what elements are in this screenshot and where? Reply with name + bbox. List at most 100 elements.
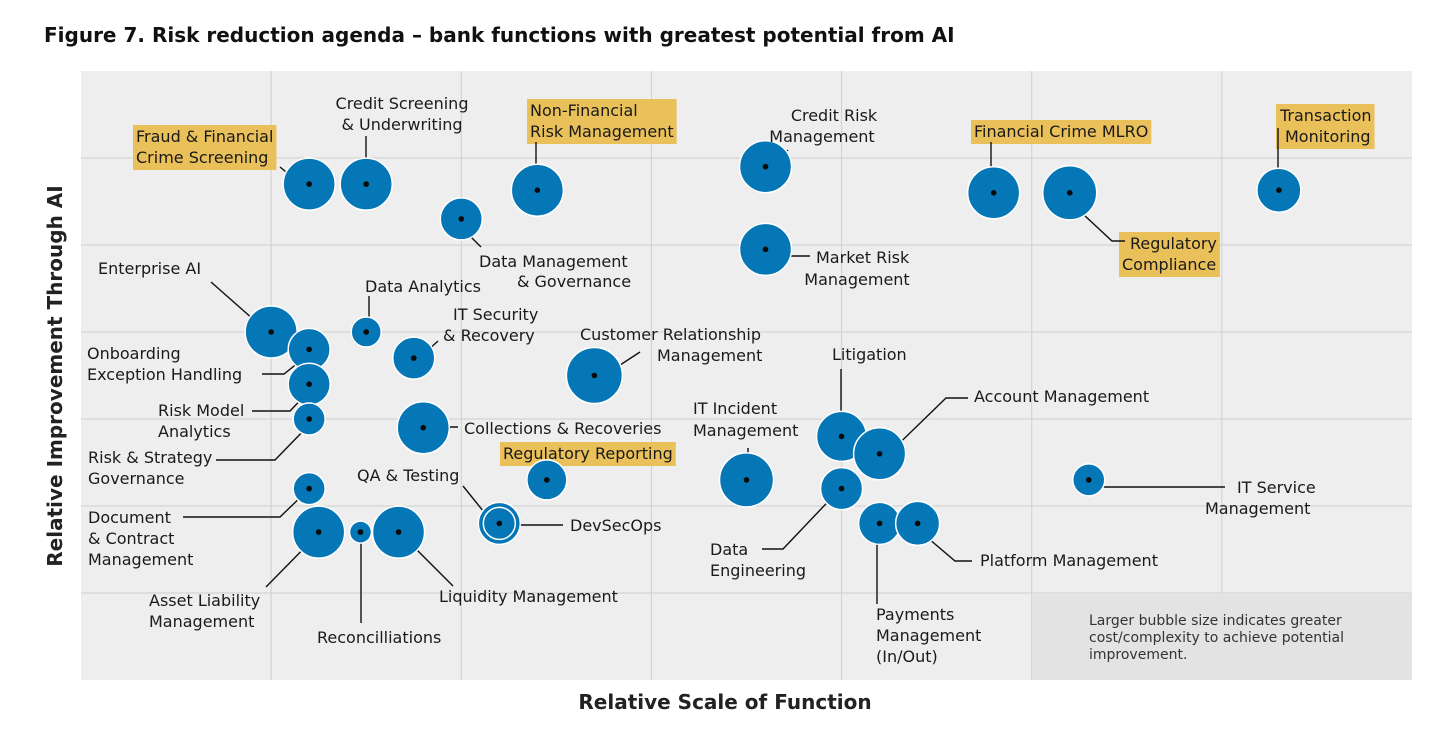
bubble-label: Management [149, 612, 254, 631]
bubble-label: Fraud & Financial [136, 127, 273, 146]
bubble-center-dot [876, 520, 883, 527]
bubble-center-dot [534, 187, 541, 193]
leader-line [216, 424, 310, 461]
bubble-label: DevSecOps [570, 516, 662, 535]
bubble-label: Non-Financial [530, 101, 638, 120]
label-highlight [1276, 104, 1375, 149]
bubble-center-dot [1276, 187, 1282, 193]
note-line: improvement. [1089, 647, 1187, 663]
bubble-center-dot [410, 355, 417, 361]
bubble-center-dot [1085, 477, 1092, 483]
bubble-label: IT Incident [693, 399, 777, 418]
bubble-label: Exception Handling [87, 365, 242, 384]
bubble-label: Regulatory Reporting [503, 444, 673, 463]
bubble-center-dot [306, 485, 312, 492]
y-axis-label: Relative Improvement Through AI [43, 185, 67, 566]
bubble-label: Management [769, 127, 874, 146]
bubble-center-dot [306, 381, 312, 388]
bubble-center-dot [743, 477, 750, 483]
bubble-center-dot [496, 520, 503, 527]
bubble-label: Management [804, 270, 909, 289]
chart-title: Figure 7. Risk reduction agenda – bank f… [44, 23, 955, 47]
label-highlight [971, 120, 1152, 144]
x-axis-label: Relative Scale of Function [578, 690, 871, 714]
bubble-label: Enterprise AI [98, 259, 201, 278]
bubble-label: Litigation [832, 345, 907, 364]
bubble-label: Asset Liability [149, 591, 260, 610]
bubble-label: IT Security [453, 305, 538, 324]
label-highlight [527, 99, 677, 144]
bubble-label: Risk Model [158, 401, 244, 420]
bubble-center-dot [395, 529, 402, 535]
bubble-label: & Contract [88, 529, 174, 548]
bubble-label: Management [657, 346, 762, 365]
label-highlight [1119, 232, 1220, 277]
note-line: Larger bubble size indicates greater [1089, 613, 1342, 629]
bubble-label: Customer Relationship [580, 325, 761, 344]
bubble-label: Regulatory [1130, 234, 1217, 253]
bubble-label: Analytics [158, 422, 231, 441]
bubble-center-dot [1066, 190, 1073, 196]
bubble-label: Credit Risk [791, 106, 878, 125]
label-highlight [133, 125, 277, 170]
bubble-center-dot [762, 246, 769, 253]
bubble-label: Risk & Strategy [88, 448, 212, 467]
bubble-center-dot [914, 520, 921, 527]
bubble-label: Transaction [1279, 106, 1372, 125]
bubble-label: & Governance [517, 272, 631, 291]
bubble-label: Onboarding [87, 344, 181, 363]
bubble-label: Governance [88, 469, 185, 488]
bubble-label: (In/Out) [876, 647, 938, 666]
bubble-label: & Underwriting [341, 115, 462, 134]
bubble-label: Platform Management [980, 551, 1158, 570]
bubble-label: Management [693, 421, 798, 440]
bubble-label: Risk Management [530, 122, 674, 141]
bubble-label: Collections & Recoveries [464, 419, 661, 438]
bubble-label: Market Risk [816, 248, 910, 267]
label-highlights [133, 99, 1375, 466]
bubble-label: Management [88, 550, 193, 569]
bubble-center-dot [762, 163, 769, 170]
bubble-center-dot [357, 529, 364, 535]
bubble-center-dot [363, 329, 370, 335]
bubble-label: Account Management [974, 387, 1149, 406]
bubble-center-dot [876, 451, 883, 457]
bubble-label: Data Analytics [365, 277, 481, 296]
bubble-label: Data Management [479, 252, 628, 271]
bubble-center-dot [363, 181, 370, 187]
note-box [1032, 593, 1412, 680]
bubble-label: Data [710, 540, 748, 559]
bubble-center-dot [420, 424, 427, 431]
bubble-center-dot [838, 485, 845, 492]
leader-line [762, 487, 842, 550]
bubble-center-dot [838, 433, 845, 440]
bubble-label: Reconcilliations [317, 628, 441, 647]
bubble-label: Compliance [1122, 255, 1216, 274]
bubble-label: Engineering [710, 561, 806, 580]
bubble-center-dot [591, 372, 598, 379]
bubble-label: Financial Crime MLRO [974, 122, 1148, 141]
label-highlight [500, 442, 676, 466]
bubble-label: QA & Testing [357, 466, 459, 485]
bubble-label: Document [88, 508, 171, 527]
bubble-label: Management [876, 626, 981, 645]
bubble-label: Management [1205, 499, 1310, 518]
bubble-ring [482, 506, 517, 541]
bubble-label: Payments [876, 605, 954, 624]
bubble-center-dot [990, 190, 997, 196]
bubble-center-dot [268, 329, 274, 335]
bubbles [244, 139, 1302, 559]
bubble-label: Crime Screening [136, 148, 268, 167]
bubble-label: Credit Screening [336, 94, 469, 113]
note-line: cost/complexity to achieve potential [1089, 630, 1344, 646]
bubble-center-dot [306, 346, 312, 353]
bubble-label: IT Service [1237, 478, 1316, 497]
bubble-center-dot [306, 181, 312, 187]
bubble-label: Liquidity Management [439, 587, 618, 606]
bubble-center-dot [306, 416, 312, 422]
bubble-center-dot [458, 216, 465, 222]
note-text: Larger bubble size indicates greatercost… [1089, 613, 1344, 663]
bubble-center-dot [315, 529, 322, 535]
